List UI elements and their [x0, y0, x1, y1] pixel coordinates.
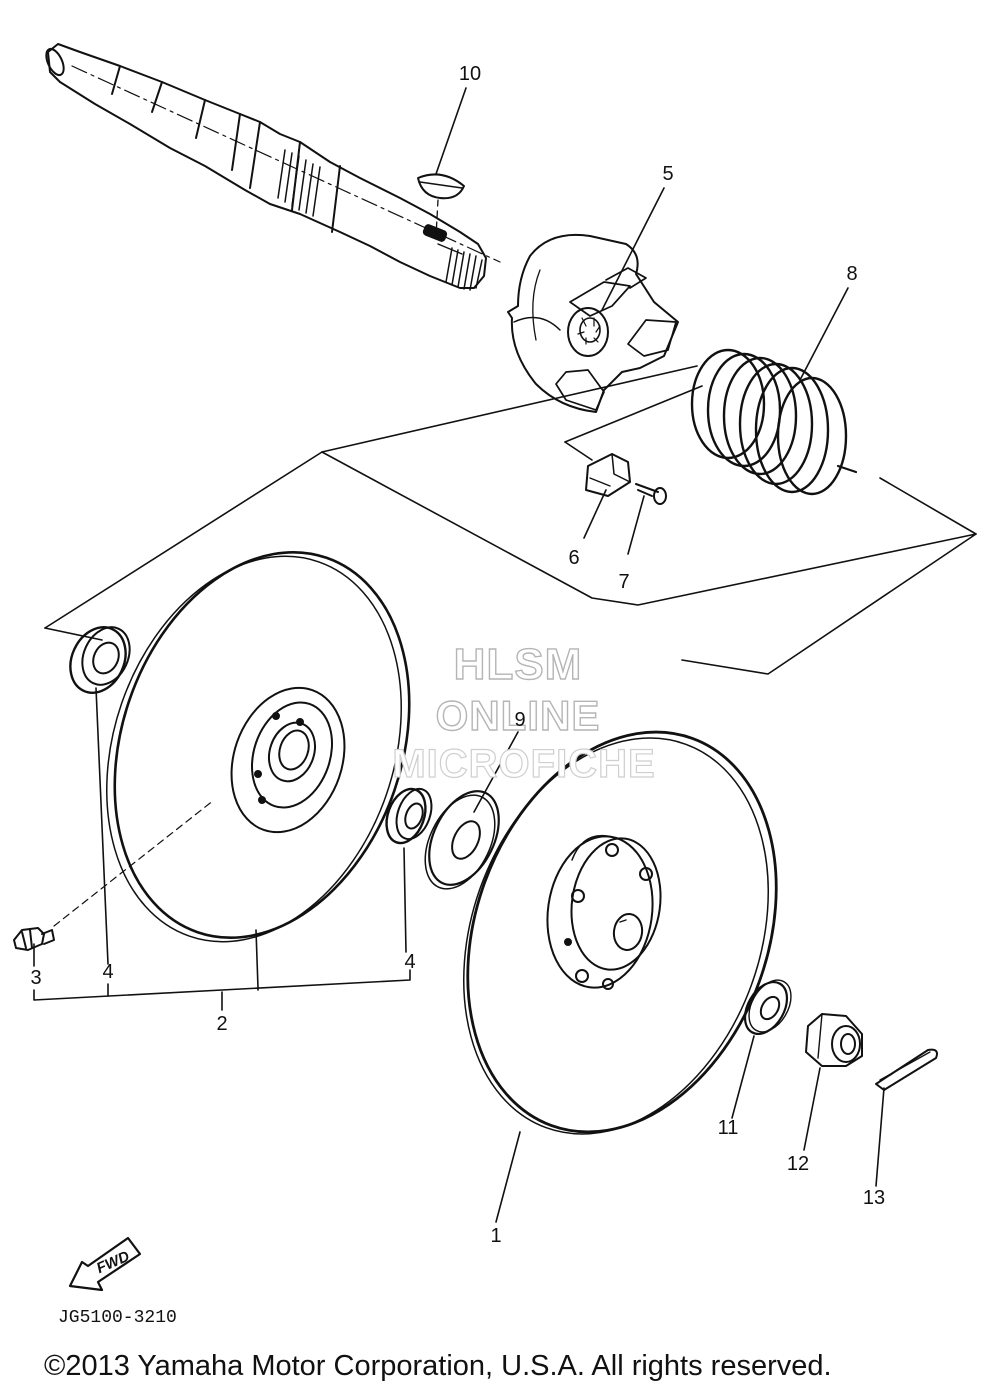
callout-8: 8	[846, 263, 858, 285]
cotter-pin	[875, 1048, 938, 1091]
callout-12: 12	[786, 1153, 810, 1175]
group-outline	[44, 365, 977, 675]
grease-nipple	[13, 927, 55, 951]
oil-seal-left	[69, 626, 131, 694]
callout-1: 1	[490, 1225, 502, 1247]
callout-4-right: 4	[404, 951, 416, 973]
watermark-line-2: ONLINE	[435, 691, 601, 739]
watermark-line-3: MICROFICHE	[392, 741, 656, 786]
diagram-code: JG5100-3210	[58, 1308, 177, 1328]
torque-cam	[507, 233, 679, 413]
shaft	[45, 43, 487, 291]
sliding-sheave	[463, 730, 778, 1135]
callout-4-left: 4	[102, 961, 114, 983]
callout-13: 13	[862, 1187, 886, 1209]
key-dashed-line	[435, 199, 439, 237]
callout-2: 2	[216, 1013, 228, 1035]
castle-nut	[805, 1013, 863, 1067]
oil-seal-right	[385, 787, 433, 845]
watermark-line-1: HLSM	[453, 639, 583, 689]
compression-spring	[690, 348, 858, 496]
nipple-dashed-line	[53, 799, 215, 927]
callout-7: 7	[618, 571, 630, 593]
leader-lines	[33, 87, 885, 1223]
callout-9: 9	[514, 709, 526, 731]
callout-3: 3	[30, 967, 42, 989]
forward-arrow-icon	[68, 1236, 142, 1292]
callout-11: 11	[717, 1117, 739, 1139]
callout-6: 6	[568, 547, 580, 569]
fixed-sheave	[106, 551, 411, 943]
screw	[635, 483, 667, 505]
plain-washer	[743, 979, 792, 1035]
slider	[585, 453, 631, 497]
copyright-notice: ©2013 Yamaha Motor Corporation, U.S.A. A…	[44, 1350, 832, 1382]
thrust-washer	[424, 790, 500, 890]
callout-5: 5	[662, 163, 674, 185]
callout-10: 10	[458, 63, 482, 85]
shaft-centerline	[71, 65, 501, 263]
woodruff-key	[417, 173, 465, 200]
